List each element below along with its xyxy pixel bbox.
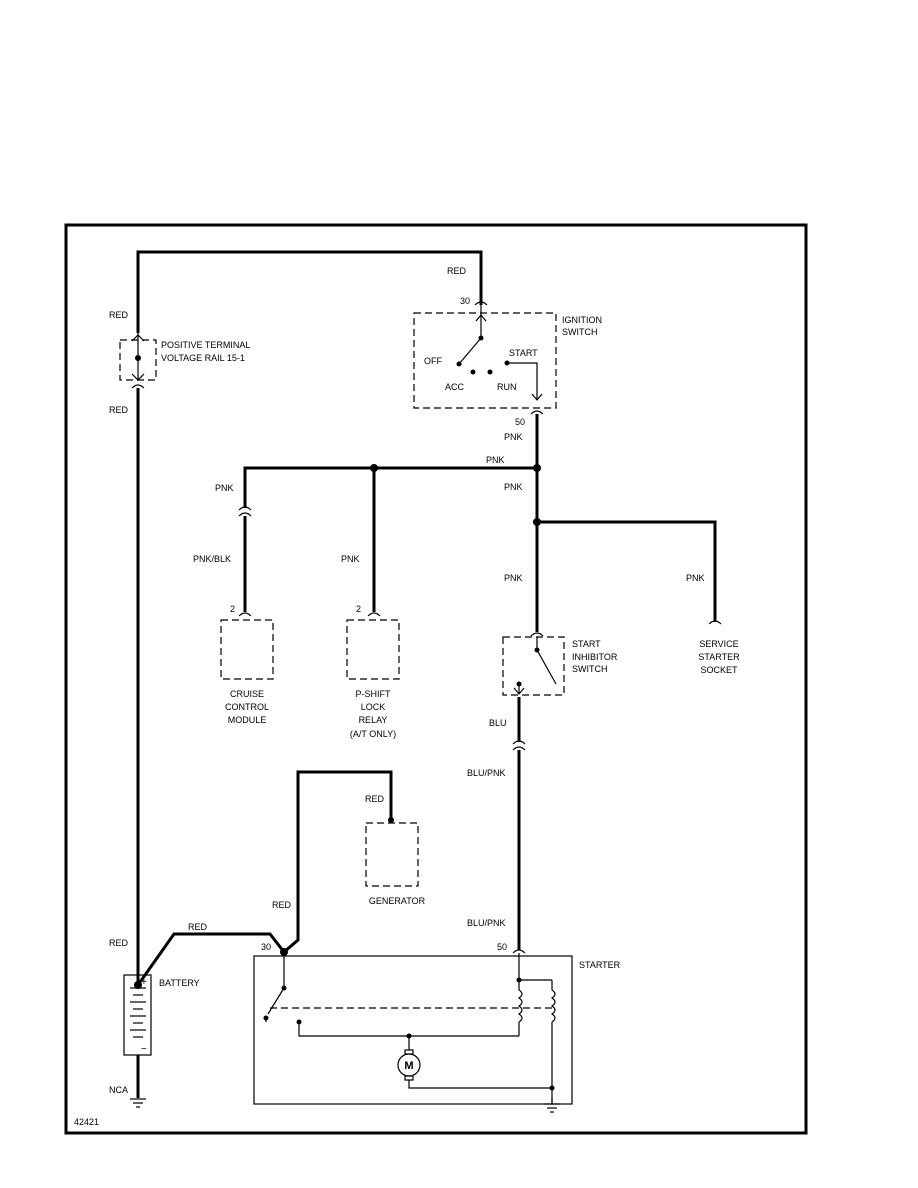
wire-label-pnkblk-cruise: PNK/BLK xyxy=(193,554,231,564)
p-shift-lock-relay xyxy=(346,619,400,680)
wire-label-blupnk-lower: BLU/PNK xyxy=(467,918,506,928)
wire-label-pnk-inhibitor: PNK xyxy=(504,573,523,583)
wire-label-red-starter-gen: RED xyxy=(272,900,292,910)
wire-label-pnk-bus: PNK xyxy=(486,455,505,465)
pshift-label-line2: LOCK xyxy=(361,702,386,712)
service-label-line3: SOCKET xyxy=(700,665,738,675)
diagram-id: 42421 xyxy=(74,1117,99,1127)
cruise-label-line1: CRUISE xyxy=(230,689,264,699)
ignition-run-label: RUN xyxy=(497,382,517,392)
positive-terminal-voltage-rail xyxy=(119,333,157,381)
battery-plus-label: + xyxy=(141,977,147,988)
service-label-line2: STARTER xyxy=(698,652,740,662)
cruise-label-line3: MODULE xyxy=(228,715,267,725)
terminal-starter-30: 30 xyxy=(261,942,271,952)
battery xyxy=(123,974,152,1098)
diagram-frame xyxy=(64,223,808,1135)
blu-wire xyxy=(512,697,526,954)
wire-label-red-generator: RED xyxy=(365,794,385,804)
pnk-wires xyxy=(238,410,722,637)
wire-label-pnk-ign-out: PNK xyxy=(504,432,523,442)
ignition-label-line1: IGNITION xyxy=(562,315,602,325)
wire-label-pnk-cruise: PNK xyxy=(215,483,234,493)
inhibitor-label-line1: START xyxy=(572,639,601,649)
wire-label-nca: NCA xyxy=(109,1085,128,1095)
fuse-label-line1: POSITIVE TERMINAL xyxy=(161,340,250,350)
inhibitor-label-line3: SWITCH xyxy=(572,664,608,674)
starter-label: STARTER xyxy=(579,960,621,970)
battery-label: BATTERY xyxy=(159,978,200,988)
wire-label-red-battery: RED xyxy=(109,938,129,948)
wire-label-pnk-service: PNK xyxy=(686,573,705,583)
ignition-off-label: OFF xyxy=(424,356,442,366)
terminal-pshift-2: 2 xyxy=(356,604,361,614)
wire-label-red-battery-link: RED xyxy=(188,922,208,932)
battery-minus-label: − xyxy=(141,1044,147,1055)
ignition-start-label: START xyxy=(509,348,538,358)
battery-red-link xyxy=(136,932,286,986)
start-inhibitor-switch xyxy=(502,636,565,696)
terminal-cruise-2: 2 xyxy=(230,604,235,614)
wire-label-red-fuse-in: RED xyxy=(109,310,129,320)
ignition-acc-label: ACC xyxy=(445,382,465,392)
wire-label-blupnk-upper: BLU/PNK xyxy=(467,768,506,778)
ignition-switch xyxy=(413,305,557,409)
pshift-label-line3: RELAY xyxy=(359,715,388,725)
wire-label-red-fuse-out: RED xyxy=(109,405,129,415)
red-feed-wire xyxy=(131,250,488,985)
wire-label-pnk-pshift: PNK xyxy=(341,554,360,564)
inhibitor-label-line2: INHIBITOR xyxy=(572,652,618,662)
terminal-ign-50: 50 xyxy=(515,417,525,427)
generator xyxy=(283,770,419,954)
pshift-label-line4: (A/T ONLY) xyxy=(350,729,396,739)
ignition-label-line2: SWITCH xyxy=(562,327,598,337)
battery-ground-icon xyxy=(130,1098,146,1108)
service-label-line1: SERVICE xyxy=(699,639,738,649)
pshift-label-line1: P-SHIFT xyxy=(356,689,392,699)
cruise-control-module xyxy=(220,619,274,680)
wire-label-red-top: RED xyxy=(447,266,467,276)
wire-label-blu: BLU xyxy=(489,718,507,728)
fuse-label-line2: VOLTAGE RAIL 15-1 xyxy=(161,353,245,363)
starter-ground-icon xyxy=(544,1098,560,1113)
motor-label: M xyxy=(404,1060,413,1072)
cruise-label-line2: CONTROL xyxy=(225,702,269,712)
generator-label: GENERATOR xyxy=(369,896,426,906)
terminal-ign-30: 30 xyxy=(460,296,470,306)
starter xyxy=(253,952,573,1105)
terminal-starter-50: 50 xyxy=(497,942,507,952)
wire-label-pnk-riser: PNK xyxy=(504,482,523,492)
